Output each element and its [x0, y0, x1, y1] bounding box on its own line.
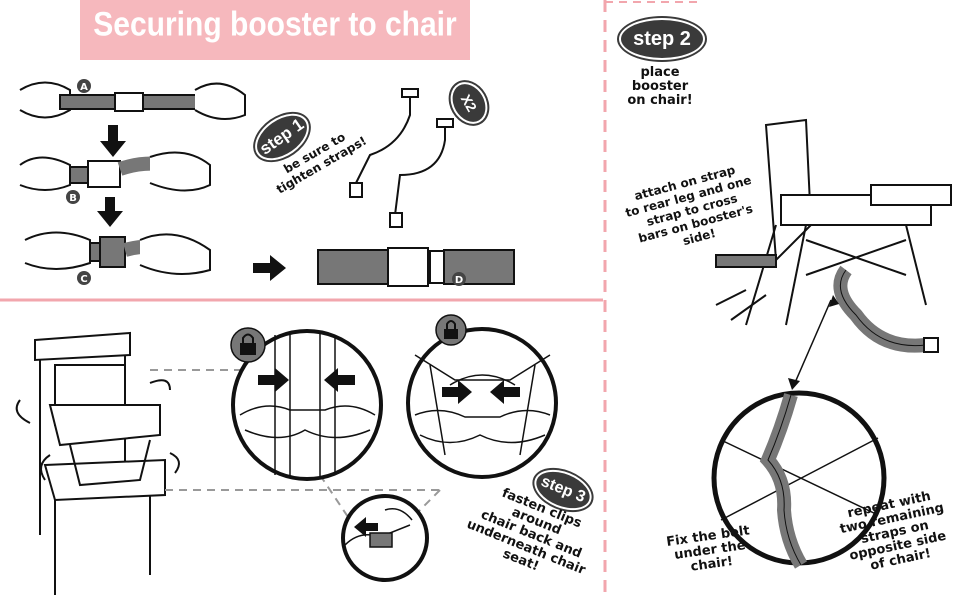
- buckle-step-d: [317, 247, 515, 287]
- label-a-badge: [77, 79, 91, 93]
- arrow-down-icon: [100, 125, 126, 157]
- page-title: Securing booster to chair: [93, 5, 457, 44]
- arrow-right-icon: [258, 368, 289, 392]
- step2-badge: step 2: [619, 18, 705, 60]
- label-a: A: [80, 82, 88, 93]
- booster-on-chair-illustration: [711, 118, 952, 569]
- detail-circle-back: [231, 329, 383, 481]
- arrow-left-icon: [354, 517, 378, 537]
- label-d: D: [455, 275, 463, 286]
- buckle-step-b: [19, 151, 211, 192]
- step2-note: place booster on chair!: [627, 65, 693, 108]
- lock-icon: [240, 343, 256, 355]
- buckle-step-c: [24, 231, 211, 275]
- arrow-down-icon: [97, 197, 123, 227]
- strap: [833, 265, 927, 353]
- label-b-badge: [66, 190, 80, 204]
- detail-circle-seat: [406, 327, 558, 479]
- chair-illustration: [15, 314, 558, 595]
- title-banner: [80, 0, 470, 60]
- buckle-step-a: [19, 81, 246, 120]
- label-c: C: [80, 274, 87, 285]
- label-c-badge: [77, 271, 91, 285]
- arrow-left-icon: [490, 380, 520, 404]
- arrow-left-icon: [324, 368, 355, 392]
- label-d-badge: [452, 272, 466, 286]
- connector-line: [319, 474, 351, 521]
- strap-pair: [349, 88, 454, 228]
- arrow-right-icon: [442, 380, 472, 404]
- lock-icon: [444, 329, 458, 339]
- pointer-arrow: [793, 299, 832, 386]
- buckle-illustration: A B C D: [19, 79, 515, 287]
- arrow-right-icon: [253, 255, 286, 281]
- label-b: B: [69, 193, 77, 204]
- chair-with-booster: [15, 331, 180, 595]
